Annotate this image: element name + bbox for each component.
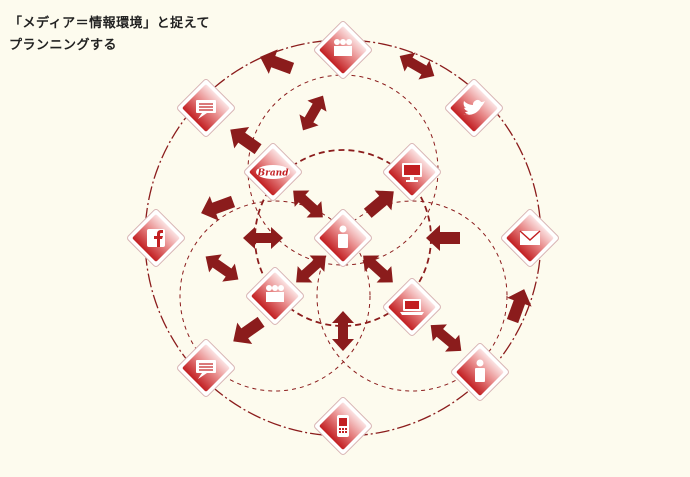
arrow-to-monitor bbox=[359, 181, 403, 224]
arrow-to-top-left bbox=[255, 44, 297, 81]
arrow-top-to-twitter bbox=[394, 46, 440, 86]
arrow-facebook-to-group bbox=[199, 247, 245, 289]
speech-bubble-icon bbox=[175, 77, 237, 139]
arrow-brand-to-center bbox=[285, 182, 331, 226]
arrow-horizontal-left bbox=[243, 227, 283, 249]
arrow-between-top-circle bbox=[293, 90, 333, 136]
diagram-title-line-1: 「メディア＝情報環境」と捉えて bbox=[9, 16, 210, 31]
mobile-phone-icon bbox=[312, 395, 374, 457]
speech-bubble-icon bbox=[175, 337, 237, 399]
diagram-title-line-2: プランニングする bbox=[9, 38, 118, 53]
person-icon bbox=[449, 341, 511, 403]
left-circle bbox=[179, 200, 371, 392]
arrow-center-to-group bbox=[288, 247, 334, 291]
group-icon bbox=[244, 265, 306, 327]
arrow-center-to-laptop bbox=[355, 247, 401, 291]
arrow-vertical-bottom bbox=[332, 311, 354, 351]
facebook-icon bbox=[125, 207, 187, 269]
twitter-bird-icon bbox=[443, 77, 505, 139]
brand-label: Brand bbox=[256, 169, 289, 179]
group-icon bbox=[312, 19, 374, 81]
monitor-icon bbox=[381, 141, 443, 203]
laptop-icon bbox=[381, 276, 443, 338]
arrow-to-mail-up bbox=[500, 284, 537, 326]
right-circle bbox=[316, 200, 508, 392]
arrow-to-facebook bbox=[196, 189, 238, 226]
arrow-laptop-to-person bbox=[423, 316, 469, 360]
mail-icon bbox=[499, 207, 561, 269]
brand-icon: Brand bbox=[242, 141, 304, 203]
arrow-to-lower-left-bubble bbox=[225, 311, 269, 352]
person-icon bbox=[312, 207, 374, 269]
